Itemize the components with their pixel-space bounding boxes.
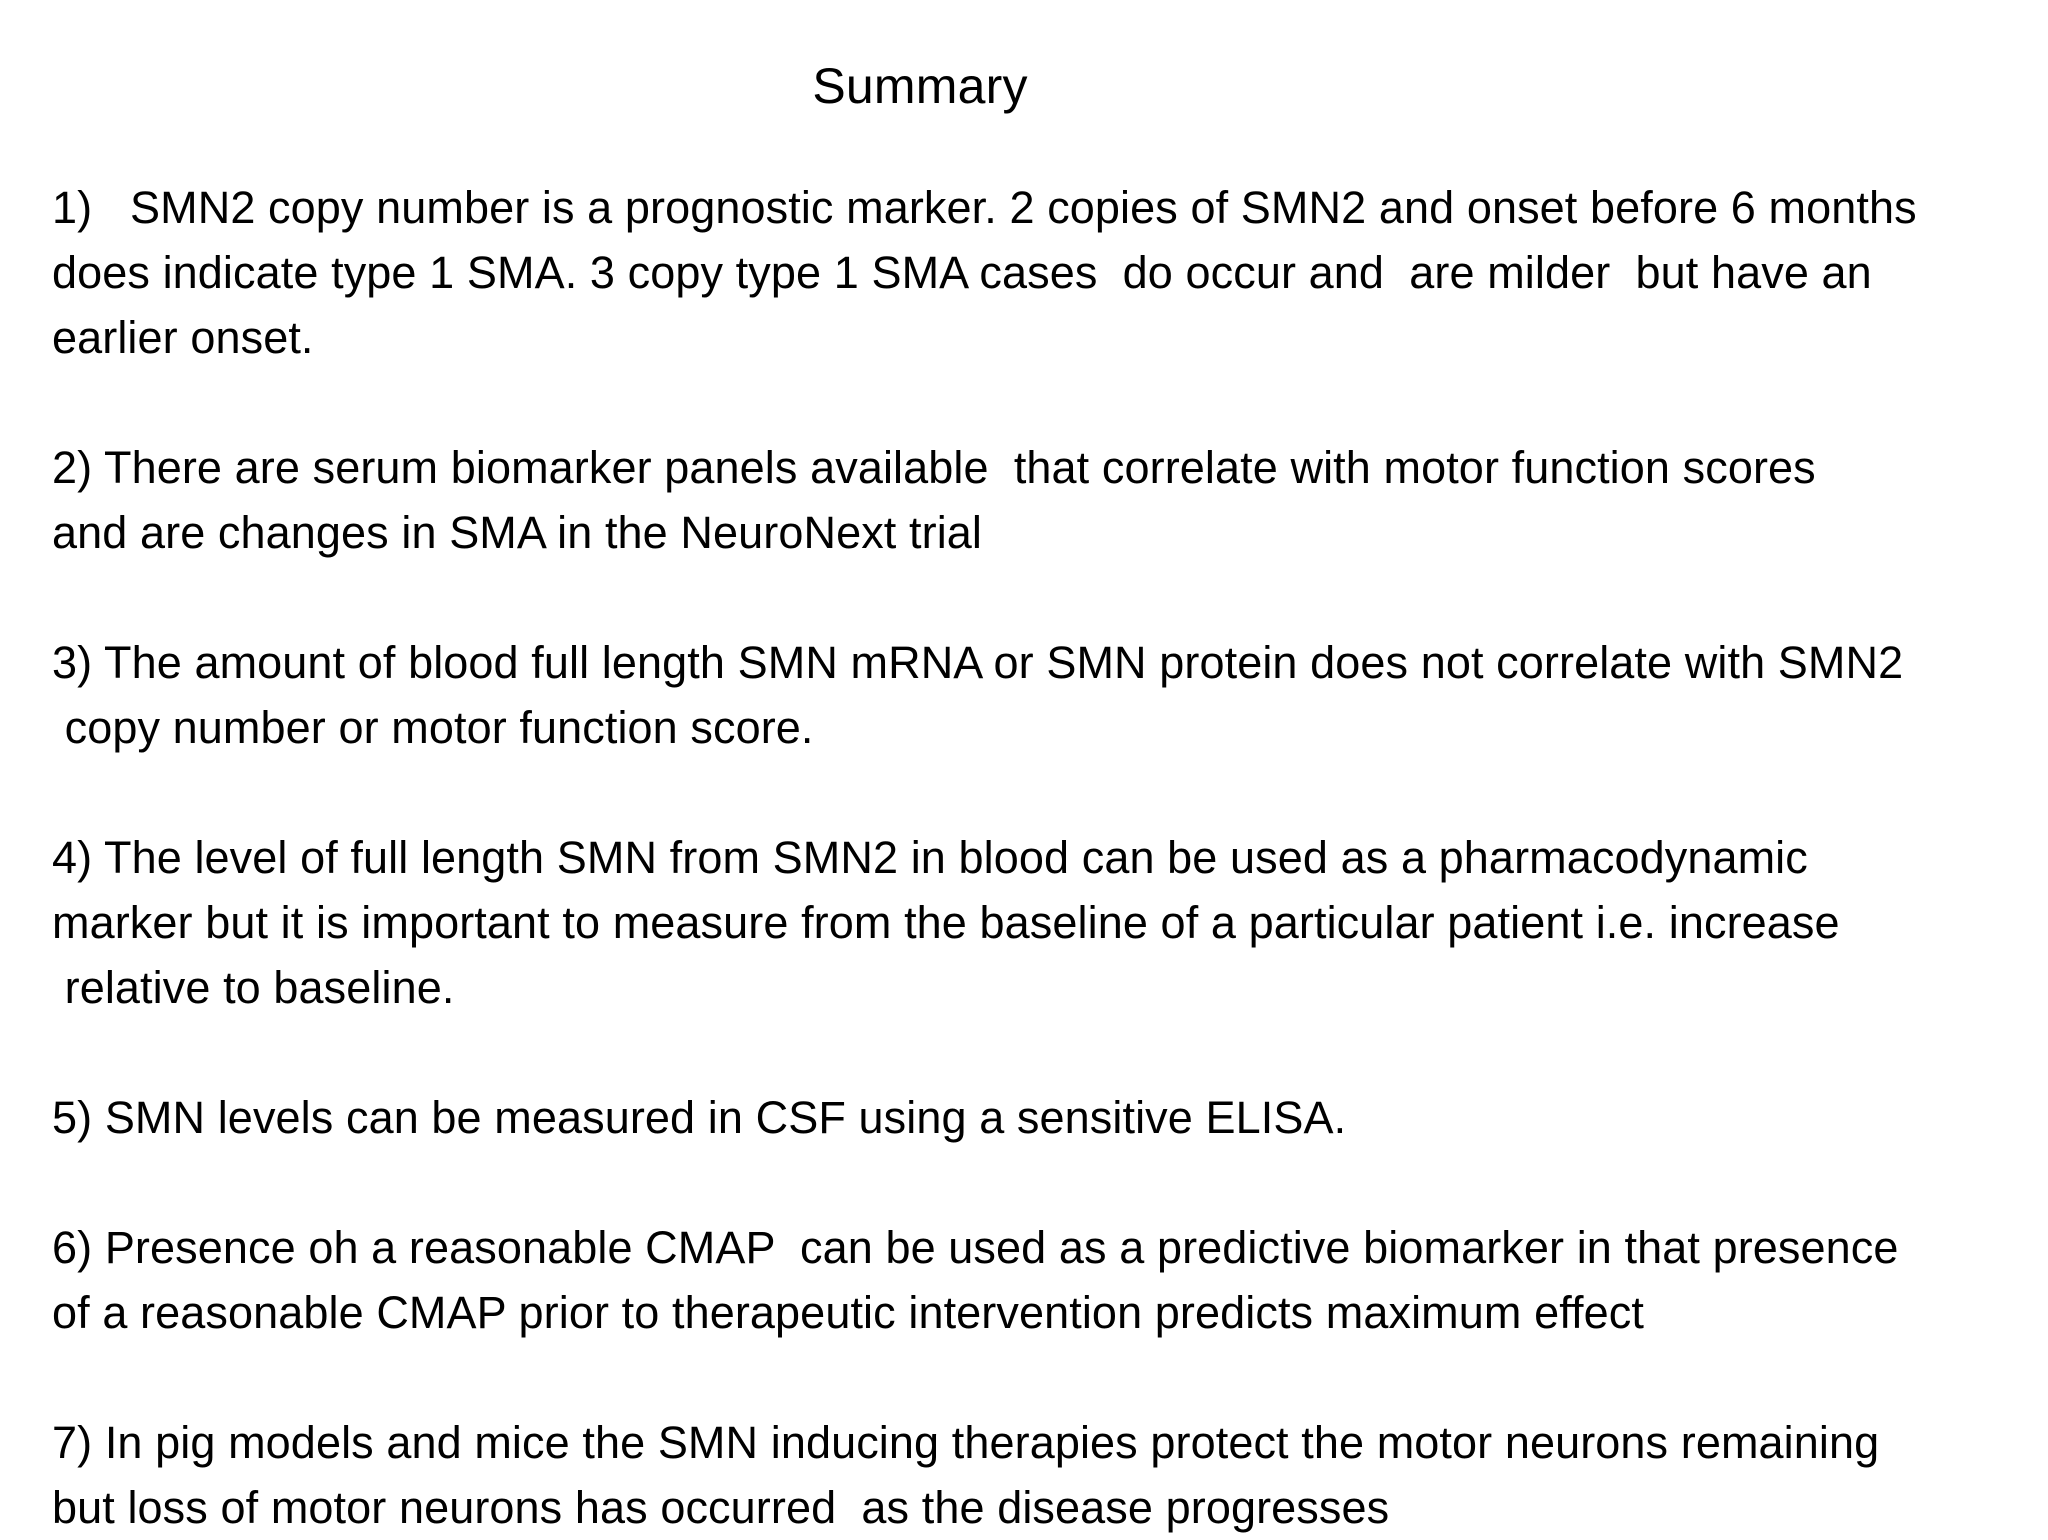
paragraph-spacer [52,1150,2012,1215]
summary-point-1-line-3: earlier onset. [52,312,314,363]
summary-point-6-line-2: of a reasonable CMAP prior to therapeuti… [52,1287,1644,1338]
summary-point-3: 3) The amount of blood full length SMN m… [52,630,2012,760]
paragraph-spacer [52,760,2012,825]
paragraph-spacer [52,1345,2012,1410]
summary-point-6: 6) Presence oh a reasonable CMAP can be … [52,1215,2012,1345]
summary-point-4: 4) The level of full length SMN from SMN… [52,825,2012,1020]
summary-point-7: 7) In pig models and mice the SMN induci… [52,1410,2012,1540]
summary-point-5: 5) SMN levels can be measured in CSF usi… [52,1085,2012,1150]
summary-point-4-line-1: 4) The level of full length SMN from SMN… [52,832,1808,883]
summary-point-6-line-1: 6) Presence oh a reasonable CMAP can be … [52,1222,1899,1273]
summary-body: 1) SMN2 copy number is a prognostic mark… [52,175,2012,1540]
summary-point-5-line-1: 5) SMN levels can be measured in CSF usi… [52,1092,1347,1143]
summary-point-1-line-1: 1) SMN2 copy number is a prognostic mark… [52,182,1917,233]
summary-point-1: 1) SMN2 copy number is a prognostic mark… [52,175,2012,370]
summary-point-4-line-2: marker but it is important to measure fr… [52,897,1840,948]
summary-point-3-line-2: copy number or motor function score. [52,702,814,753]
summary-point-2-line-1: 2) There are serum biomarker panels avai… [52,442,1816,493]
page-title: Summary [812,58,1028,114]
paragraph-spacer [52,370,2012,435]
summary-point-1-line-2: does indicate type 1 SMA. 3 copy type 1 … [52,247,1872,298]
summary-point-3-line-1: 3) The amount of blood full length SMN m… [52,637,1904,688]
summary-point-7-line-2: but loss of motor neurons has occurred a… [52,1482,1390,1533]
summary-point-2: 2) There are serum biomarker panels avai… [52,435,2012,565]
summary-point-4-line-3: relative to baseline. [52,962,455,1013]
summary-point-7-line-1: 7) In pig models and mice the SMN induci… [52,1417,1880,1468]
paragraph-spacer [52,1020,2012,1085]
paragraph-spacer [52,565,2012,630]
summary-point-2-line-2: and are changes in SMA in the NeuroNext … [52,507,983,558]
